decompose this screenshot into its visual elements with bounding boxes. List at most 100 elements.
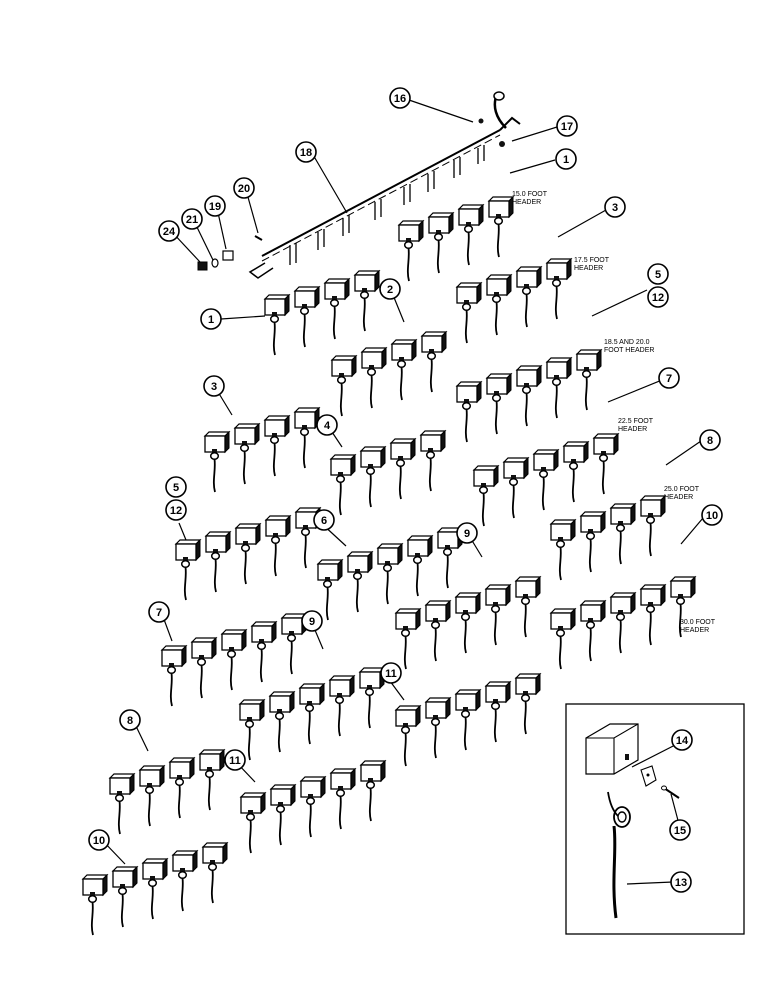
callout-number: 18 (300, 147, 312, 159)
callout-number: 19 (209, 201, 221, 213)
header-label-30ft: 30.0 FOOT HEADER (680, 619, 716, 634)
callout-c19: 19 (204, 195, 226, 217)
tine-row-4 (331, 431, 445, 515)
tine-row-3 (205, 408, 319, 492)
callout-number: 9 (309, 616, 315, 628)
callout-c8a: 8 (699, 429, 721, 451)
callout-number: 9 (464, 528, 470, 540)
callout-c5b: 5 (165, 476, 187, 498)
tine-bar-shaft (248, 91, 521, 279)
callout-c21: 21 (181, 208, 203, 230)
callout-c5a: 5 (647, 263, 669, 285)
tine-row-11-a (396, 674, 540, 766)
tine-row-10 (83, 843, 227, 935)
detail-inset (565, 703, 745, 935)
callout-c2: 2 (379, 278, 401, 300)
tine-row-300-a (551, 577, 695, 669)
callout-c18: 18 (295, 141, 317, 163)
callout-number: 1 (563, 154, 569, 166)
svg-text:18.5 AND 20.0: 18.5 AND 20.0 (604, 339, 650, 346)
tine-row-2 (332, 332, 446, 416)
callout-c17: 17 (556, 115, 578, 137)
svg-text:17.5 FOOT: 17.5 FOOT (574, 257, 610, 264)
callout-number: 7 (156, 607, 162, 619)
callout-number: 12 (652, 292, 664, 304)
callout-c4: 4 (316, 414, 338, 436)
callout-c10b: 10 (88, 829, 110, 851)
callout-c7b: 7 (148, 601, 170, 623)
callout-c16: 16 (389, 87, 411, 109)
callout-number: 16 (394, 93, 406, 105)
bolt-detail (661, 785, 680, 799)
callout-number: 14 (676, 735, 689, 747)
callout-number: 20 (238, 183, 250, 195)
callout-c12b: 12 (165, 499, 187, 521)
callout-c6: 6 (313, 509, 335, 531)
callout-number: 8 (707, 435, 713, 447)
tine-row-250-a (551, 496, 665, 580)
callout-number: 13 (675, 877, 687, 889)
hardware-parts (197, 118, 505, 271)
svg-text:22.5 FOOT: 22.5 FOOT (618, 418, 654, 425)
svg-text:HEADER: HEADER (618, 426, 647, 433)
callout-number: 11 (385, 668, 397, 680)
tine-row-15ft-a (399, 197, 513, 281)
header-label-22-5ft: 22.5 FOOT HEADER (618, 418, 654, 433)
callout-number: 3 (612, 202, 618, 214)
header-label-15ft: 15.0 FOOT HEADER (512, 191, 548, 206)
svg-text:30.0 FOOT: 30.0 FOOT (680, 619, 716, 626)
callout-c7a: 7 (658, 367, 680, 389)
callout-c20: 20 (233, 177, 255, 199)
svg-text:HEADER: HEADER (574, 265, 603, 272)
callout-number: 21 (186, 214, 198, 226)
callout-c14: 14 (671, 729, 693, 751)
header-label-18-5-20ft: 18.5 AND 20.0 FOOT HEADER (604, 339, 654, 354)
callout-number: 24 (163, 226, 176, 238)
callout-c24: 24 (158, 220, 180, 242)
callout-number: 2 (387, 284, 393, 296)
callout-c15: 15 (669, 819, 691, 841)
callout-number: 5 (655, 269, 661, 281)
callout-number: 3 (211, 381, 217, 393)
svg-text:15.0 FOOT: 15.0 FOOT (512, 191, 548, 198)
header-label-17-5ft: 17.5 FOOT HEADER (574, 257, 610, 272)
svg-text:HEADER: HEADER (664, 494, 693, 501)
callout-number: 10 (93, 835, 105, 847)
callout-number: 12 (170, 505, 182, 517)
callout-c11a: 11 (380, 662, 402, 684)
tine-row-11-b (241, 761, 385, 853)
callout-c9a: 9 (456, 522, 478, 544)
tine-row-185-a (457, 350, 601, 442)
callout-number: 1 (208, 314, 214, 326)
callout-c10a: 10 (701, 504, 723, 526)
svg-text:25.0 FOOT: 25.0 FOOT (664, 486, 700, 493)
callout-number: 8 (127, 715, 133, 727)
callout-number: 11 (229, 755, 241, 767)
callout-c13: 13 (670, 871, 692, 893)
svg-text:HEADER: HEADER (512, 199, 541, 206)
svg-text:HEADER: HEADER (680, 627, 709, 634)
callout-c11b: 11 (224, 749, 246, 771)
callout-c3b: 3 (203, 375, 225, 397)
tine-row-15ft-b (265, 271, 379, 355)
tine-block-detail (585, 723, 639, 775)
callout-c1b: 1 (200, 308, 222, 330)
header-label-25ft: 25.0 FOOT HEADER (664, 486, 700, 501)
clip-detail (640, 765, 657, 787)
callout-number: 7 (666, 373, 672, 385)
callout-number: 5 (173, 482, 179, 494)
tine-row-5-12 (176, 508, 320, 600)
callout-c8b: 8 (119, 709, 141, 731)
svg-text:FOOT HEADER: FOOT HEADER (604, 347, 654, 354)
callout-number: 6 (321, 515, 327, 527)
tine-row-8 (110, 750, 224, 834)
callout-c1a: 1 (555, 148, 577, 170)
callout-number: 4 (324, 420, 331, 432)
spring-tine-detail (607, 791, 631, 919)
callout-number: 15 (674, 825, 686, 837)
callout-number: 10 (706, 510, 718, 522)
callout-c3a: 3 (604, 196, 626, 218)
callout-number: 17 (561, 121, 573, 133)
callout-c9b: 9 (301, 610, 323, 632)
